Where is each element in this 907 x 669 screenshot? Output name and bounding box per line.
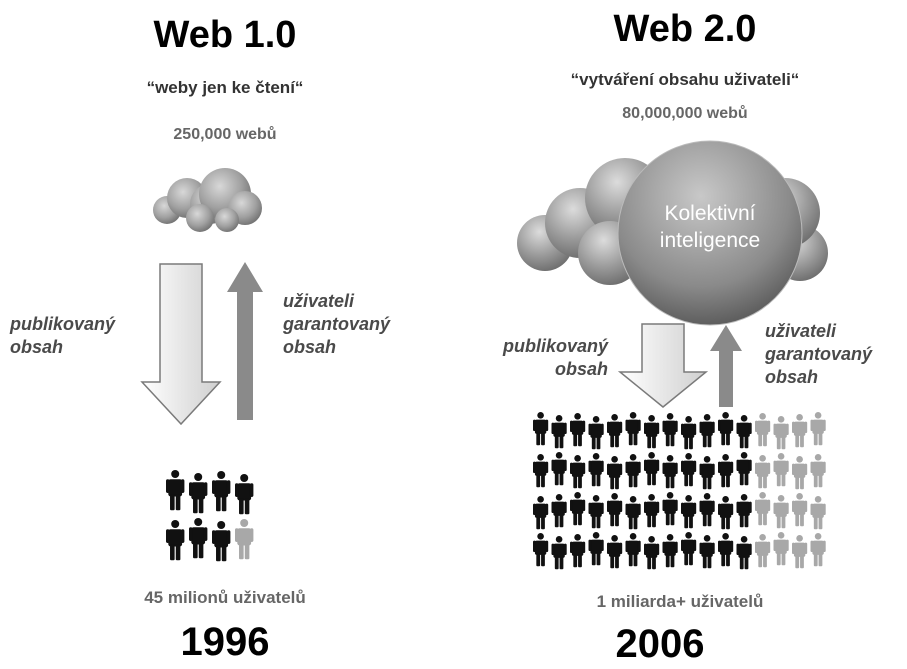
person-icon (662, 413, 678, 447)
person-icon (699, 456, 715, 490)
person-icon (166, 520, 185, 561)
person-icon (736, 536, 752, 570)
person-icon (644, 494, 660, 528)
person-icon (755, 413, 771, 447)
person-icon (570, 492, 586, 526)
person-icon (607, 535, 623, 569)
person-icon (235, 519, 254, 560)
person-icon (607, 493, 623, 527)
person-icon (718, 533, 734, 567)
person-icon (736, 452, 752, 486)
person-icon (736, 494, 752, 528)
web2-subtitle: “vytváření obsahu uživateli“ (570, 70, 800, 89)
person-icon (810, 412, 826, 446)
person-icon (755, 492, 771, 526)
person-icon (699, 535, 715, 569)
person-icon (773, 453, 789, 487)
person-icon (166, 470, 185, 511)
person-icon (792, 493, 808, 527)
person-icon (551, 415, 567, 449)
web2-published-arrow-down (617, 323, 709, 408)
web1-cloud-icon (153, 168, 262, 232)
person-icon (533, 533, 549, 567)
person-icon (625, 496, 641, 530)
person-icon (681, 416, 697, 450)
web1-users-icon (166, 470, 266, 572)
person-icon (718, 496, 734, 530)
person-icon (588, 495, 604, 529)
web1-users-count: 45 milionů uživatelů (144, 588, 306, 607)
person-icon (681, 532, 697, 566)
person-icon (212, 521, 231, 562)
web2-collective-intelligence-label: Kolektivní inteligence (659, 202, 761, 252)
person-icon (810, 496, 826, 530)
person-icon (533, 496, 549, 530)
person-icon (662, 492, 678, 526)
web2-sites-count: 80,000,000 webů (622, 105, 748, 122)
web2-title: Web 2.0 (613, 8, 757, 50)
person-icon (644, 452, 660, 486)
person-icon (644, 415, 660, 449)
web2-year: 2006 (615, 622, 705, 666)
person-icon (681, 453, 697, 487)
person-icon (736, 415, 752, 449)
person-icon (662, 455, 678, 489)
web2-users-icon (533, 412, 833, 584)
person-icon (773, 495, 789, 529)
person-icon (551, 536, 567, 570)
person-icon (551, 494, 567, 528)
person-icon (533, 454, 549, 488)
person-icon (588, 453, 604, 487)
person-icon (792, 535, 808, 569)
person-icon (189, 473, 208, 514)
person-icon (588, 416, 604, 450)
web1-published-arrow-down (140, 263, 222, 426)
web2-users-count: 1 miliarda+ uživatelů (596, 592, 764, 611)
person-icon (773, 532, 789, 566)
person-icon (718, 454, 734, 488)
person-icon (810, 533, 826, 567)
person-icon (625, 412, 641, 446)
web1-title: Web 1.0 (153, 14, 297, 56)
person-icon (551, 452, 567, 486)
web2-user-content-arrow-up (710, 325, 742, 407)
person-icon (607, 456, 623, 490)
person-icon (662, 534, 678, 568)
web2-published-label: publikovaný obsah (502, 336, 608, 379)
person-icon (570, 413, 586, 447)
person-icon (625, 533, 641, 567)
person-icon (235, 474, 254, 515)
person-icon (755, 455, 771, 489)
web1-subtitle: “weby jen ke čtení“ (146, 78, 304, 97)
person-icon (607, 414, 623, 448)
web1-published-label: publikovaný obsah (10, 314, 116, 357)
web1-user-content-label: uživateli garantovaný obsah (283, 291, 391, 357)
person-icon (189, 518, 208, 559)
person-icon (588, 532, 604, 566)
person-icon (755, 534, 771, 568)
web1-year: 1996 (180, 620, 270, 664)
person-icon (773, 416, 789, 450)
web1-user-content-arrow-up (227, 262, 263, 420)
web2-cloud-icon (517, 140, 828, 326)
person-icon (699, 414, 715, 448)
person-icon (792, 414, 808, 448)
person-icon (625, 454, 641, 488)
person-icon (699, 493, 715, 527)
person-icon (792, 456, 808, 490)
web1-sites-count: 250,000 webů (173, 126, 277, 143)
person-icon (533, 412, 549, 446)
web2-user-content-label: uživateli garantovaný obsah (765, 321, 873, 387)
person-icon (570, 534, 586, 568)
person-icon (212, 471, 231, 512)
person-icon (718, 412, 734, 446)
person-icon (570, 455, 586, 489)
person-icon (810, 454, 826, 488)
person-icon (644, 536, 660, 570)
person-icon (681, 495, 697, 529)
